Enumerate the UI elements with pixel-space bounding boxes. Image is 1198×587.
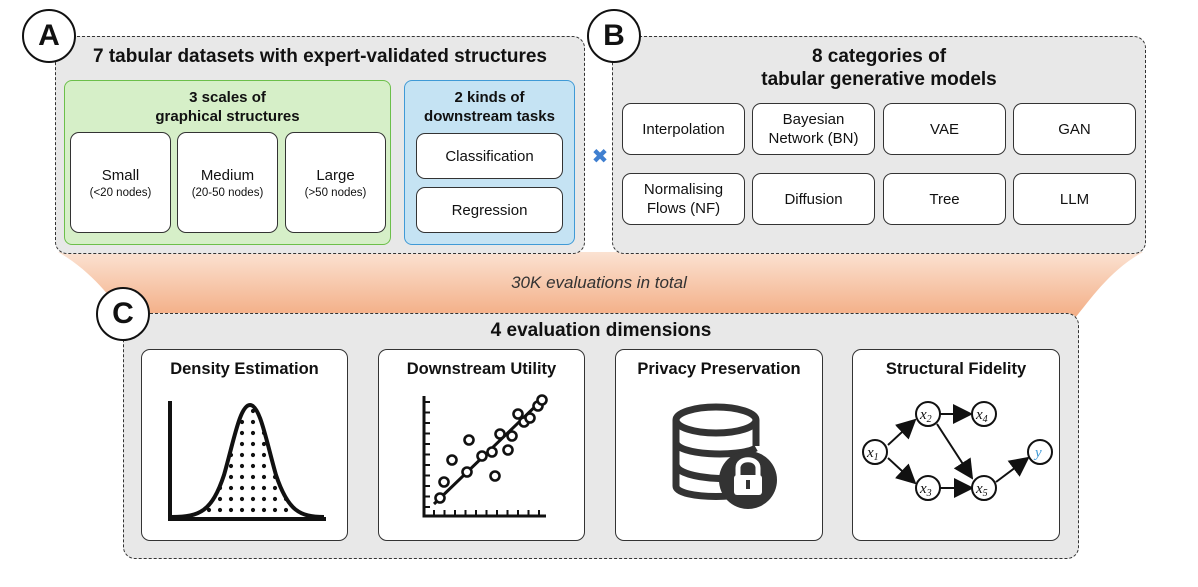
model-3: GAN [1013, 103, 1136, 155]
scales-title: 3 scales of graphical structures [155, 89, 300, 125]
database-lock-icon [672, 403, 777, 509]
model-2: VAE [883, 103, 1006, 155]
scale-small: Small (<20 nodes) [70, 132, 171, 233]
causal-graph-icon: x1 x2 x3 x4 x5 y [862, 401, 1053, 501]
density-curve-icon [168, 401, 326, 521]
panel-b-letter: B [587, 9, 641, 63]
dimension-fidelity: Structural Fidelity [852, 349, 1060, 541]
node-y: y [1033, 445, 1042, 461]
panel-c-letter: C [96, 287, 150, 341]
dimension-utility: Downstream Utility [378, 349, 585, 541]
node-x1: x1 [866, 445, 879, 463]
evaluations-total-text: 30K evaluations in total [511, 273, 687, 292]
cross-icon: ✖ [591, 146, 609, 168]
panel-a-title: 7 tabular datasets with expert-validated… [92, 46, 548, 67]
panel-a-letter: A [22, 9, 76, 63]
node-x3: x3 [919, 481, 932, 499]
model-6: Tree [883, 173, 1006, 225]
tasks-title: 2 kinds of downstream tasks [424, 89, 555, 125]
model-7: LLM [1013, 173, 1136, 225]
model-0: Interpolation [622, 103, 745, 155]
task-regression: Regression [416, 187, 563, 233]
node-x4: x4 [975, 407, 988, 425]
scale-medium: Medium (20-50 nodes) [177, 132, 278, 233]
node-x2: x2 [919, 407, 932, 425]
dimension-privacy: Privacy Preservation [615, 349, 823, 541]
scatter-regression-icon [422, 394, 548, 518]
panel-c-title: 4 evaluation dimensions [490, 320, 712, 341]
model-5: Diffusion [752, 173, 875, 225]
task-classification: Classification [416, 133, 563, 179]
panel-b-title: 8 categories of tabular generative model… [761, 46, 997, 90]
scale-large: Large (>50 nodes) [285, 132, 386, 233]
node-x5: x5 [975, 481, 988, 499]
